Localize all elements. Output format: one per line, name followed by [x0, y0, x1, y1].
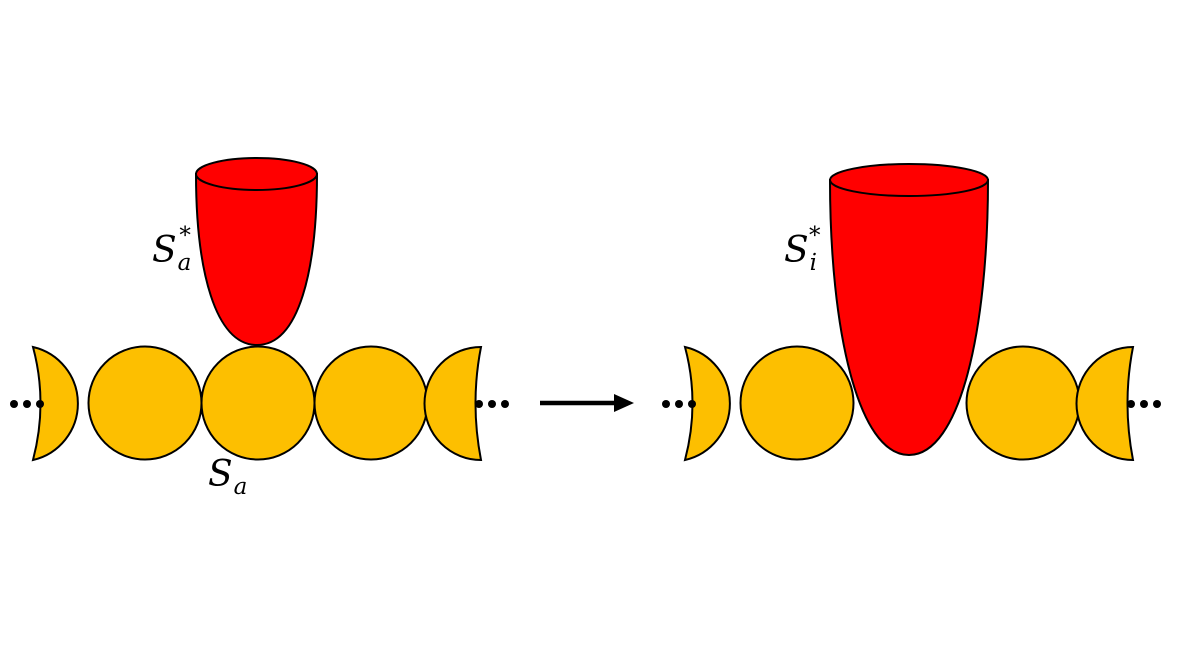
left-bead-chain [31, 345, 483, 462]
left-cup-label: Sa* [152, 223, 191, 276]
right-cup-label: Si* [784, 223, 821, 276]
right-bead-chain [683, 345, 1135, 462]
left-bead-2 [200, 345, 316, 461]
left-ellipsis-start [10, 400, 44, 408]
right-cup [828, 163, 990, 457]
left-bead-label: Sa [208, 454, 247, 500]
right-panel: Si* [662, 163, 1161, 462]
right-ellipsis-end [1127, 400, 1161, 408]
right-half-bead-end [1075, 345, 1135, 462]
left-cup-body [194, 173, 319, 347]
right-arrow-icon [540, 394, 634, 412]
left-bead-3 [313, 345, 429, 461]
right-cup-rim [829, 163, 989, 197]
left-panel: Sa* Sa [10, 157, 509, 500]
right-bead-3 [965, 345, 1081, 461]
left-bead-1 [87, 345, 203, 461]
left-half-bead-end [423, 345, 483, 462]
left-cup [194, 157, 319, 347]
right-ellipsis-start [662, 400, 696, 408]
right-bead-1 [739, 345, 855, 461]
left-ellipsis-end [475, 400, 509, 408]
left-cup-rim [195, 157, 318, 191]
right-cup-body [828, 179, 990, 457]
